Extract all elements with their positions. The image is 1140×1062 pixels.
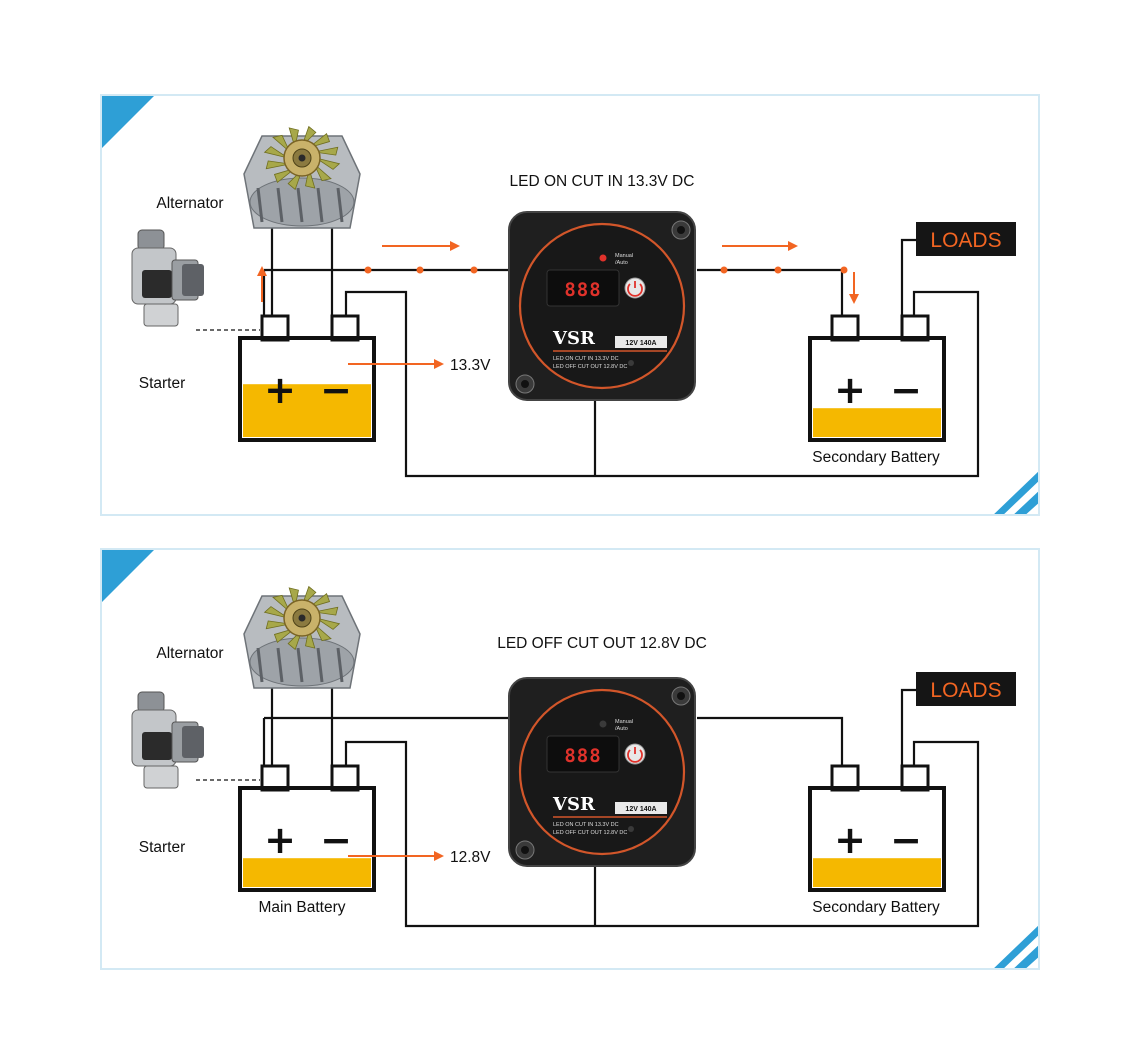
- alternator-fan: [263, 585, 341, 651]
- status-led: [599, 254, 607, 262]
- main-battery-case: [238, 336, 376, 442]
- secondary-battery-case: [808, 786, 946, 892]
- vsr-brand-logo: VSR: [552, 328, 596, 349]
- led-display-digits: 888: [564, 745, 601, 767]
- vsr-brand-logo: VSR: [552, 794, 596, 815]
- alternator-label: Alternator: [156, 195, 223, 212]
- rating-label: 12V 140A: [625, 340, 656, 347]
- loads-wire: [900, 688, 916, 766]
- ground-return-wire: [344, 740, 980, 928]
- plus-sign: +: [264, 818, 296, 862]
- voltage-reading: 13.3V: [450, 357, 491, 374]
- secondary-battery: +−: [808, 764, 946, 892]
- rating-plate: [615, 336, 667, 348]
- secondary-positive-wire: [697, 716, 844, 766]
- alternator-image: [243, 585, 361, 689]
- loads-box: [916, 672, 1016, 706]
- power-icon: [627, 281, 643, 297]
- flow-arrow-to-secondary: [722, 241, 798, 251]
- rating-label: 12V 140A: [625, 806, 656, 813]
- led-display: [546, 269, 620, 307]
- secondary-positive-wire: [697, 268, 844, 316]
- wiring: [196, 684, 980, 928]
- plus-sign: +: [834, 368, 866, 412]
- flow-dot: [470, 266, 478, 274]
- minus-sign: −: [320, 818, 352, 862]
- cut-out-note: LED OFF CUT OUT 12.8V DC: [553, 830, 627, 836]
- corner-accent-top-left: [102, 550, 154, 602]
- flow-dot: [720, 266, 728, 274]
- ground-return-wire: [344, 290, 980, 478]
- current-flow-indicators: [257, 241, 859, 304]
- alternator-image: [243, 125, 361, 229]
- flow-dot: [774, 266, 782, 274]
- main-battery-label: Main Battery: [258, 899, 345, 916]
- starter-label: Starter: [139, 839, 186, 856]
- cut-in-note: LED ON CUT IN 13.3V DC: [553, 356, 619, 362]
- main-battery: +−: [238, 314, 376, 442]
- main-charge-level: [243, 384, 371, 437]
- flow-arrow-down: [849, 272, 859, 304]
- secondary-battery-label: Secondary Battery: [812, 449, 940, 466]
- loads-box: [916, 222, 1016, 256]
- status-led: [599, 720, 607, 728]
- main-positive-bus: [262, 716, 512, 766]
- flow-dot: [364, 266, 372, 274]
- flow-arrow-to-vsr: [382, 241, 460, 251]
- corner-accent-bottom-right: [994, 471, 1038, 514]
- secondary-battery: +−: [808, 314, 946, 442]
- status-header: LED ON CUT IN 13.3V DC: [510, 173, 695, 190]
- secondary-battery-label: Secondary Battery: [812, 899, 940, 916]
- plus-sign: +: [264, 368, 296, 412]
- secondary-charge-level: [813, 408, 941, 437]
- minus-sign: −: [890, 368, 922, 412]
- flow-arrow-up: [257, 266, 267, 302]
- plus-sign: +: [834, 818, 866, 862]
- minus-sign: −: [320, 368, 352, 412]
- rating-plate: [615, 802, 667, 814]
- main-battery-case: [238, 786, 376, 892]
- starter-motor-image: [131, 229, 204, 327]
- corner-accent-top-left: [102, 96, 154, 148]
- flow-dot: [840, 266, 848, 274]
- voltage-arrow: [348, 851, 444, 861]
- main-battery: +−: [238, 764, 376, 892]
- loads-label: LOADS: [930, 229, 1001, 252]
- secondary-battery-case: [808, 336, 946, 442]
- led-display: [546, 735, 620, 773]
- voltage-reading: 12.8V: [450, 849, 491, 866]
- cut-in-note: LED ON CUT IN 13.3V DC: [553, 822, 619, 828]
- starter-label: Starter: [139, 375, 186, 392]
- power-icon: [627, 747, 643, 763]
- loads-wire: [900, 238, 916, 316]
- voltage-arrow: [348, 359, 444, 369]
- cut-out-note: LED OFF CUT OUT 12.8V DC: [553, 364, 627, 370]
- minus-sign: −: [890, 818, 922, 862]
- loads-label: LOADS: [930, 679, 1001, 702]
- led-display-digits: 888: [564, 279, 601, 301]
- status-header: LED OFF CUT OUT 12.8V DC: [497, 635, 707, 652]
- flow-dot: [416, 266, 424, 274]
- secondary-charge-level: [813, 858, 941, 887]
- alternator-label: Alternator: [156, 645, 223, 662]
- manual-auto-label: Manual/Auto: [615, 719, 633, 732]
- main-charge-level: [243, 858, 371, 887]
- starter-motor-image: [131, 691, 204, 789]
- corner-accent-bottom-right: [994, 925, 1038, 968]
- manual-auto-label: Manual/Auto: [615, 253, 633, 266]
